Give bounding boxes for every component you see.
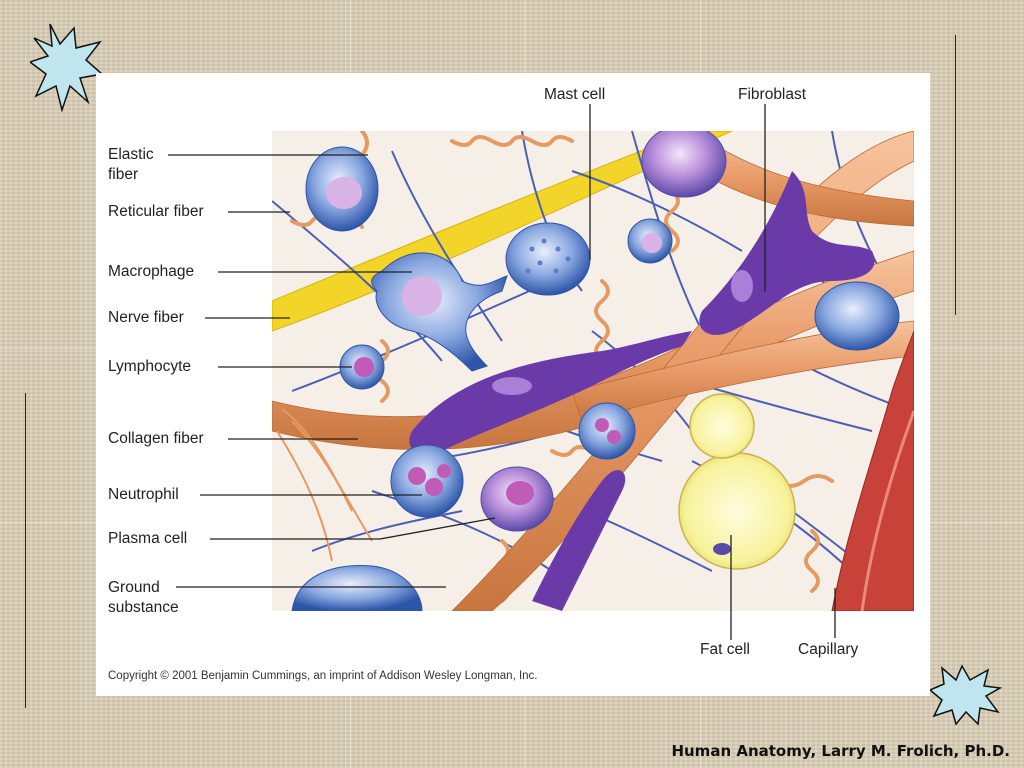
label-macrophage: Macrophage bbox=[108, 263, 195, 280]
label-ground-substance: Ground substance bbox=[108, 578, 179, 618]
label-collagen-fiber: Collagen fiber bbox=[108, 430, 204, 447]
label-lymphocyte: Lymphocyte bbox=[108, 358, 191, 375]
label-neutrophil: Neutrophil bbox=[108, 486, 179, 503]
copyright-notice: Copyright © 2001 Benjamin Cummings, an i… bbox=[108, 670, 538, 682]
label-plasma-cell: Plasma cell bbox=[108, 530, 188, 547]
label-elastic-fiber: Elastic fiber bbox=[108, 145, 154, 185]
connective-tissue-illustration bbox=[272, 131, 914, 611]
label-capillary: Capillary bbox=[798, 641, 859, 658]
decorative-rule bbox=[955, 35, 956, 315]
label-fibroblast: Fibroblast bbox=[738, 86, 807, 103]
label-elastic-fiber-text: Elastic fiber bbox=[108, 146, 154, 183]
starburst-icon bbox=[928, 664, 1002, 726]
starburst-icon bbox=[30, 23, 104, 112]
label-reticular-fiber: Reticular fiber bbox=[108, 203, 204, 220]
label-nerve-fiber: Nerve fiber bbox=[108, 309, 184, 326]
label-ground-substance-text: Ground substance bbox=[108, 579, 179, 616]
label-mast-cell: Mast cell bbox=[544, 86, 606, 103]
slide-footer: Human Anatomy, Larry M. Frolich, Ph.D. bbox=[671, 742, 1010, 760]
decorative-rule bbox=[25, 393, 26, 708]
label-fat-cell: Fat cell bbox=[700, 641, 750, 658]
